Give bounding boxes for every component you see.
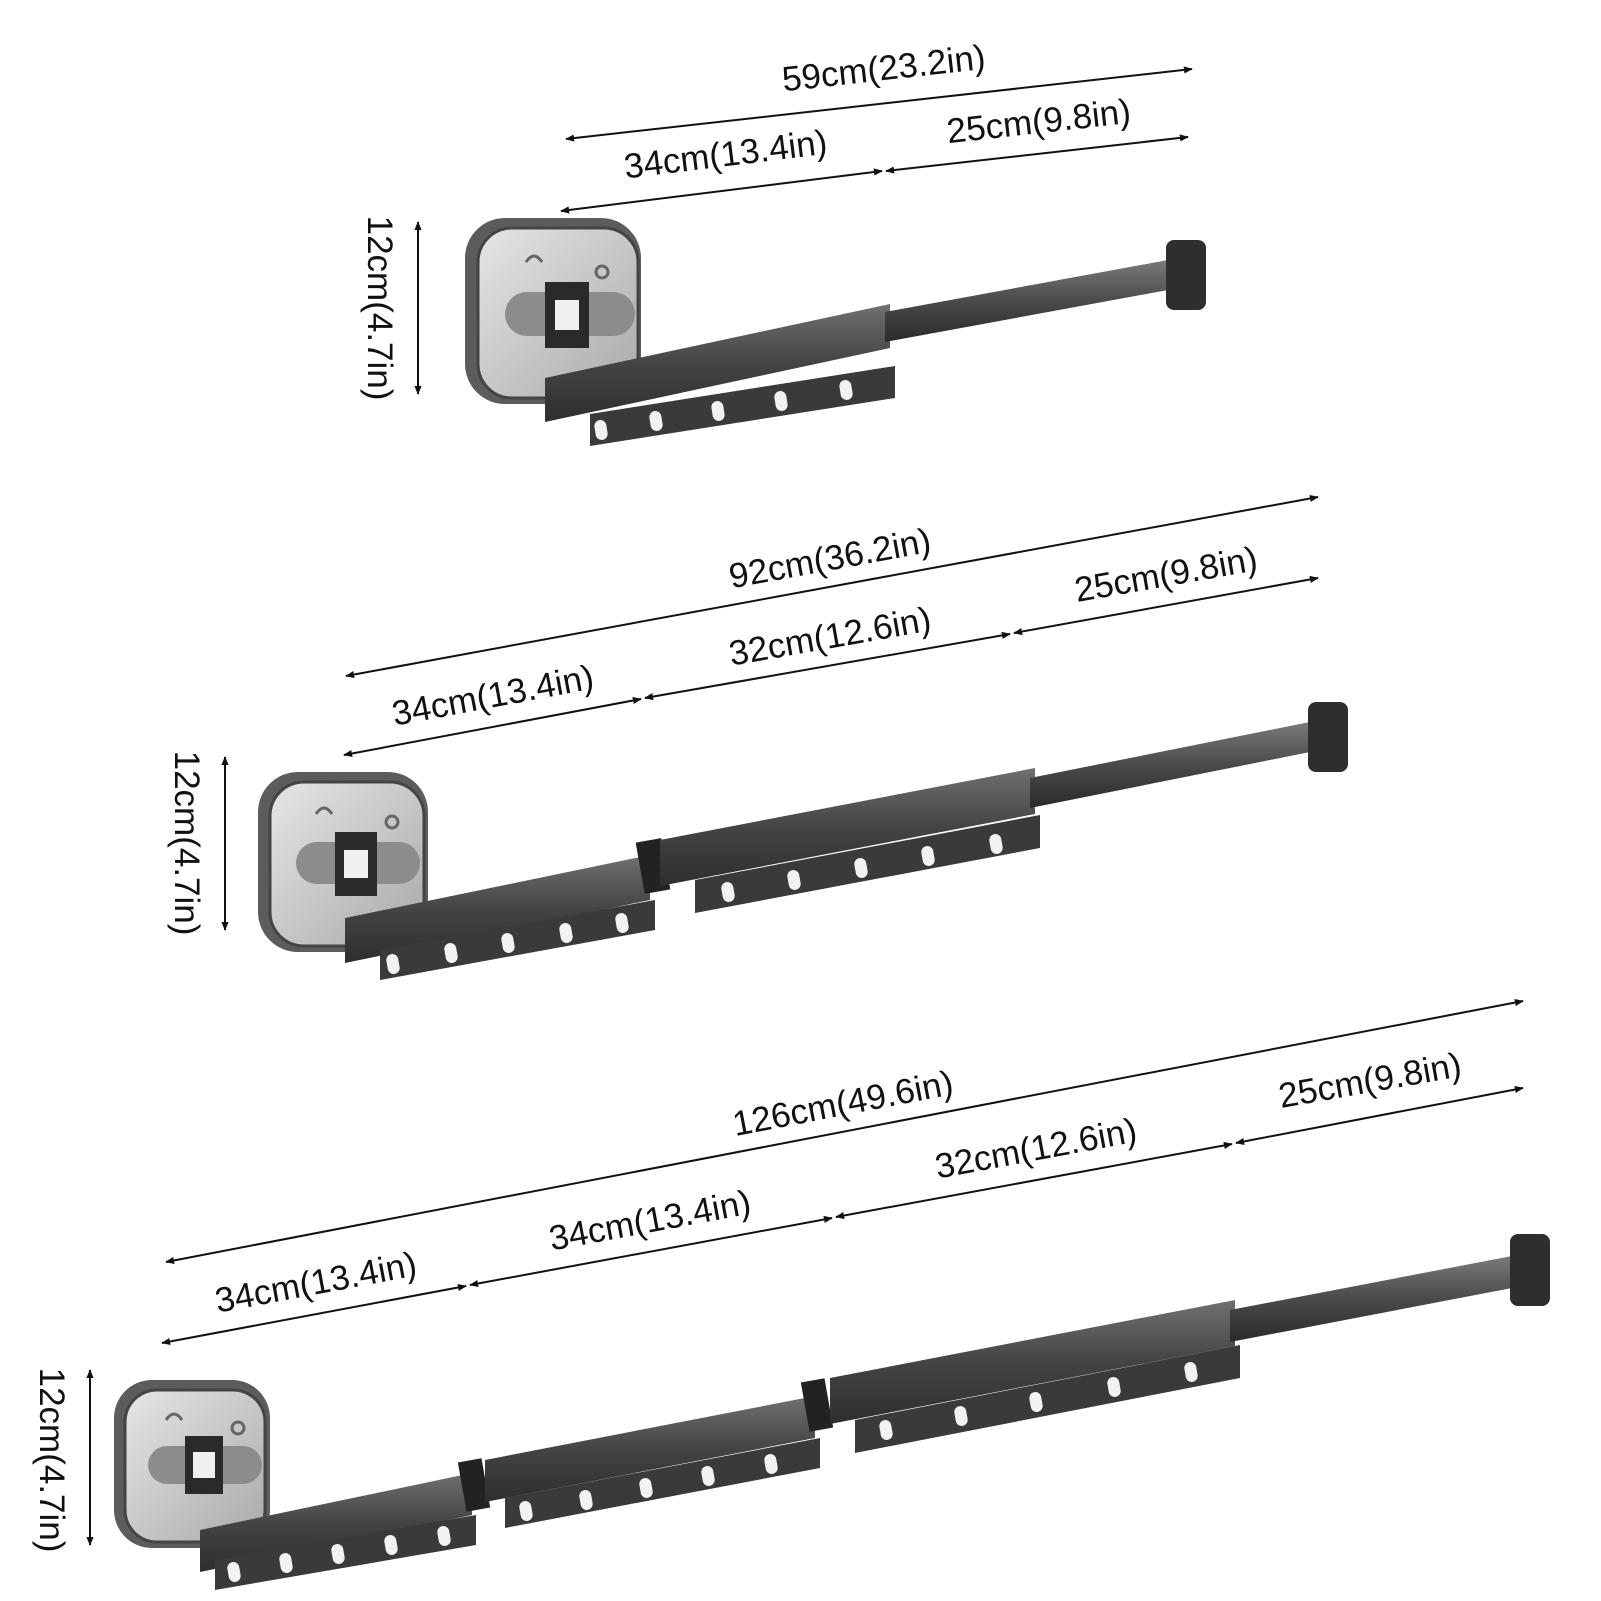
end-cap-icon <box>1166 240 1206 310</box>
rack-2-segment-3-label: 25cm(9.8in) <box>1072 539 1261 609</box>
rack-1-total-label: 59cm(23.2in) <box>780 38 987 100</box>
rack-2-total-dimension <box>345 494 1319 679</box>
rack-1-segment-1-label: 34cm(13.4in) <box>622 123 829 187</box>
end-cap-icon <box>1308 702 1348 772</box>
wall-mount-base-icon <box>465 218 641 404</box>
rack-3-height-label: 12cm(4.7in) <box>32 1368 71 1553</box>
rack-1-segment-1-dimension <box>560 168 883 214</box>
rack-3: 12cm(4.7in) 126cm(49.6in) 34cm(13.4in) 3… <box>32 998 1550 1590</box>
telescopic-rail-icon <box>200 1256 1512 1590</box>
rack-3-segment-2-dimension <box>469 1215 833 1288</box>
rack-1: 12cm(4.7in) 59cm(23.2in) 34cm(13.4in) 25… <box>360 38 1206 446</box>
rack-2-segment-3-dimension <box>1013 575 1319 636</box>
rack-1-segment-2-label: 25cm(9.8in) <box>945 92 1133 151</box>
rack-3-segment-1-dimension <box>161 1283 467 1346</box>
rack-1-total-dimension <box>565 66 1193 142</box>
rack-1-height-label: 12cm(4.7in) <box>360 216 399 401</box>
telescopic-rail-icon <box>545 260 1168 446</box>
rack-2-total-label: 92cm(36.2in) <box>726 521 934 596</box>
rack-2-segment-1-label: 34cm(13.4in) <box>389 658 597 734</box>
wall-mount-base-icon <box>114 1380 270 1548</box>
rack-2-height-label: 12cm(4.7in) <box>167 751 206 936</box>
rack-3-segment-3-label: 32cm(12.6in) <box>932 1111 1140 1187</box>
wall-mount-base-icon <box>258 772 428 952</box>
rack-3-total-dimension <box>165 998 1524 1265</box>
end-cap-icon <box>1510 1234 1550 1306</box>
rack-2-segment-2-dimension <box>644 631 1011 701</box>
rack-1-segment-2-dimension <box>885 134 1189 174</box>
telescopic-rail-icon <box>345 722 1310 980</box>
rack-2-segment-2-label: 32cm(12.6in) <box>726 600 934 674</box>
rack-3-segment-1-label: 34cm(13.4in) <box>212 1245 420 1321</box>
rack-3-segment-2-label: 34cm(13.4in) <box>546 1183 754 1259</box>
rack-3-segment-3-dimension <box>835 1141 1233 1220</box>
rack-2-segment-1-dimension <box>343 696 642 758</box>
rack-2: 12cm(4.7in) 92cm(36.2in) 34cm(13.4in) 32… <box>167 494 1348 980</box>
rack-3-segment-4-dimension <box>1235 1085 1524 1146</box>
